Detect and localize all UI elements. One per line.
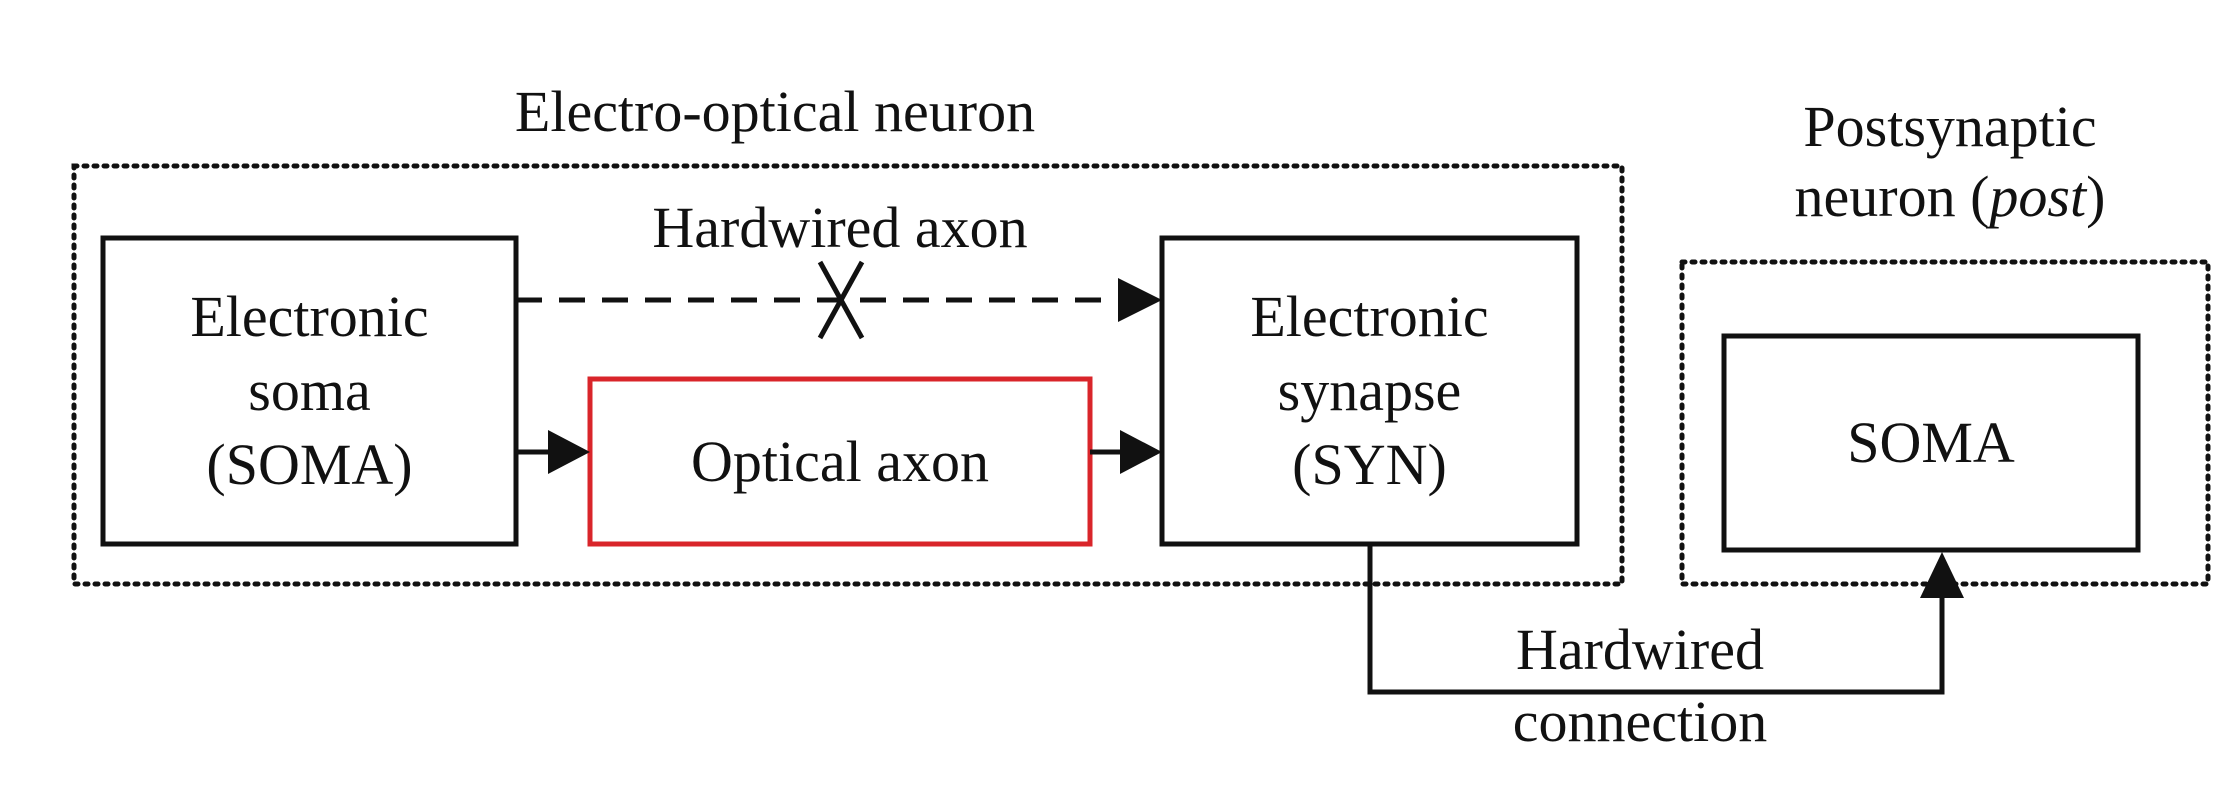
post-soma-label: SOMA — [1724, 336, 2138, 550]
soma-box — [100, 235, 519, 547]
postsynaptic-group-title: Postsynaptic neuron (post) — [1720, 92, 2180, 232]
soma-to-optical-arrowhead — [548, 430, 590, 474]
hardwired-connection-line1: Hardwired — [1515, 617, 1764, 682]
soma-box-label: Electronic soma (SOMA) — [103, 238, 516, 544]
hardwired-axon-arrowhead — [1118, 278, 1162, 322]
electro-optical-group-border — [71, 163, 1625, 587]
hardwired-connection-line2: connection — [1512, 689, 1768, 754]
hardwired-connection-label: Hardwired connection — [1440, 614, 1840, 758]
cross-mark-icon — [817, 260, 865, 340]
optical-axon-box — [587, 376, 1093, 547]
post-soma-label-text: SOMA — [1847, 410, 2015, 475]
postsynaptic-title-suffix: ) — [2086, 164, 2106, 229]
synapse-label-line3: (SYN) — [1292, 432, 1447, 497]
electro-optical-group-title: Electro-optical neuron — [514, 79, 1036, 144]
synapse-label-line1: Electronic — [1250, 284, 1489, 349]
synapse-box — [1159, 235, 1580, 547]
optical-axon-label-text: Optical axon — [691, 428, 989, 494]
optical-to-synapse-arrowhead — [1120, 430, 1162, 474]
hardwired-connection-path — [1367, 544, 1945, 695]
post-soma-box — [1721, 333, 2141, 553]
postsynaptic-title-italic: post — [1989, 164, 2087, 229]
postsynaptic-title-line1: Postsynaptic — [1803, 94, 2097, 159]
hardwired-axon-label: Hardwired axon — [652, 195, 1028, 260]
synapse-box-label: Electronic synapse (SYN) — [1162, 238, 1577, 544]
postsynaptic-title-prefix: neuron ( — [1794, 164, 1990, 229]
soma-label-line2: soma — [248, 358, 371, 423]
postsynaptic-title-line2: neuron (post) — [1720, 162, 2180, 232]
soma-label-line1: Electronic — [190, 284, 429, 349]
hardwired-connection-arrowhead — [1920, 552, 1964, 598]
synapse-label-line2: synapse — [1277, 358, 1462, 423]
soma-label-line3: (SOMA) — [206, 432, 413, 497]
optical-axon-label: Optical axon — [590, 379, 1090, 544]
